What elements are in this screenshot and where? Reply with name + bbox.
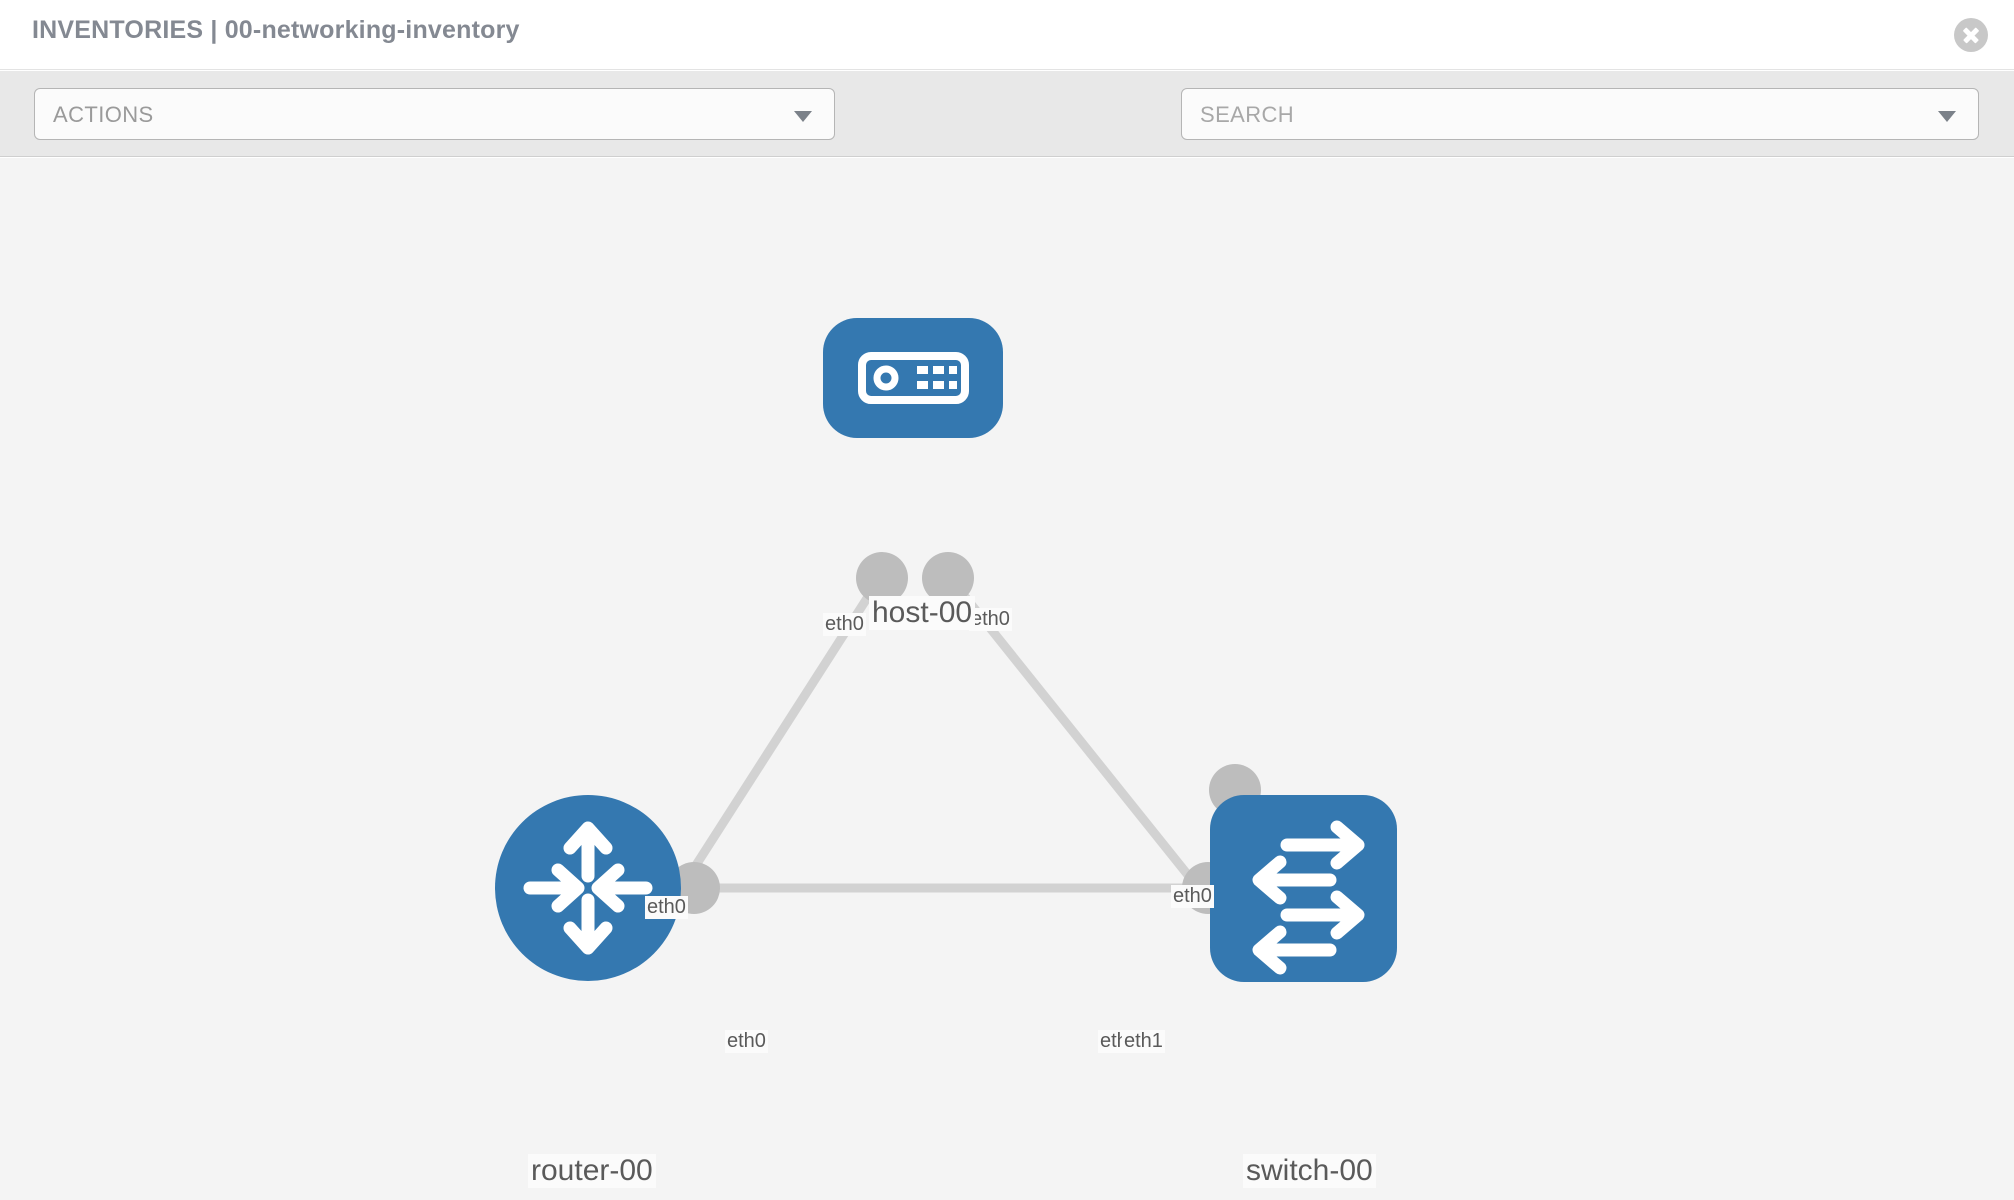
search-placeholder: SEARCH bbox=[1200, 102, 1295, 127]
topology-canvas[interactable]: eth0 eth0 eth0 eth0 eth0 eth0 eth1 host-… bbox=[0, 158, 2014, 1200]
toolbar: ACTIONS SEARCH bbox=[0, 71, 2014, 197]
connector-host00-eth0-left bbox=[856, 552, 908, 604]
switch-arrows-icon bbox=[1252, 820, 1365, 975]
actions-dropdown[interactable]: ACTIONS bbox=[34, 88, 835, 140]
node-host-00 bbox=[823, 318, 1003, 438]
topology-graph bbox=[495, 318, 1397, 982]
node-router-00 bbox=[495, 795, 681, 981]
page-header: INVENTORIES | 00-networking-inventory bbox=[0, 0, 2014, 70]
node-switch-00 bbox=[1210, 795, 1397, 982]
server-device-icon bbox=[858, 352, 969, 404]
node-switch-00-hit[interactable] bbox=[1210, 795, 1397, 982]
topology-edges bbox=[644, 575, 1244, 943]
chevron-down-icon bbox=[794, 111, 812, 122]
chevron-down-icon bbox=[1938, 111, 1956, 122]
router-arrows-icon bbox=[523, 821, 653, 955]
actions-dropdown-label: ACTIONS bbox=[53, 102, 154, 127]
node-router-00-hit[interactable] bbox=[495, 795, 681, 981]
search-input[interactable]: SEARCH bbox=[1181, 88, 1979, 140]
page-title: INVENTORIES | 00-networking-inventory bbox=[32, 16, 520, 44]
connector-host00-eth0-right bbox=[922, 552, 974, 604]
close-icon[interactable] bbox=[1954, 18, 1988, 52]
node-host-00-hit[interactable] bbox=[823, 318, 1003, 438]
